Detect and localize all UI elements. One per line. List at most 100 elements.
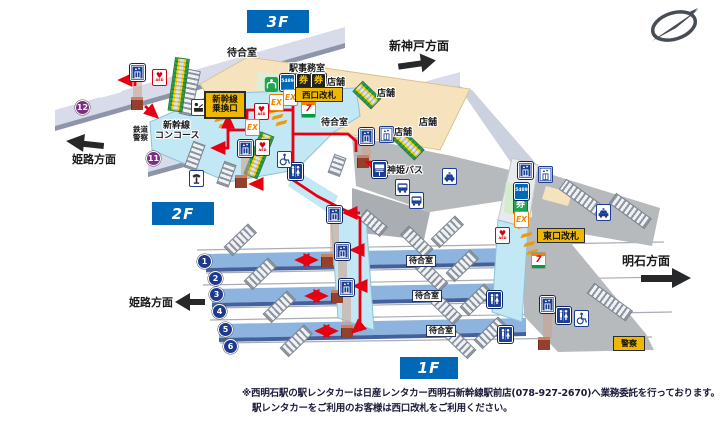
- heart-glyph: ♥: [498, 229, 507, 239]
- direction-akashi: 明石方面: [622, 254, 671, 268]
- taxi-icon: [442, 168, 457, 185]
- waiting-room-label: 待合室: [227, 48, 257, 59]
- aed-label: AED: [155, 78, 164, 83]
- railway-police-line1: 鉄道: [133, 125, 148, 134]
- shop-label: 店舗: [419, 118, 438, 128]
- waiting-room-box: 待合室: [426, 325, 456, 337]
- floor-label-2f: 2F: [152, 202, 214, 225]
- platform-number-12: 12: [75, 100, 90, 115]
- aed-icon: ♥AED: [255, 139, 270, 156]
- ex-reservation-icon: EX: [269, 94, 284, 111]
- icon-label: 券: [515, 200, 525, 210]
- toilet-icon: [556, 307, 571, 324]
- arrow-himeji-upper: [66, 133, 105, 152]
- platform-number-5: 5: [218, 322, 233, 337]
- elevator-icon: [238, 140, 253, 157]
- ticket-machine-5489-icon: 5489: [280, 74, 295, 91]
- footer-note-line2: 駅レンタカーをご利用のお客様は西口改札をご利用ください。: [252, 403, 513, 414]
- aed-icon: ♥AED: [152, 69, 167, 86]
- west-gate-label: 西口改札: [295, 87, 343, 102]
- shop-label: 店舗: [394, 128, 413, 138]
- bus-icon: [395, 179, 410, 196]
- toilet-icon: [498, 326, 513, 343]
- elevator-shaft: [342, 295, 351, 332]
- elevator-icon: [379, 126, 394, 143]
- direction-himeji-upper: 姫路方面: [72, 153, 116, 166]
- platform-number-3: 3: [209, 287, 224, 302]
- elevator-car: [321, 254, 333, 267]
- icon-label: 5489: [515, 188, 528, 194]
- icon-label: EX: [247, 122, 258, 132]
- bus-stop-icon: [372, 161, 387, 178]
- heart-glyph: ♥: [155, 71, 164, 81]
- midori-window-icon: [264, 76, 279, 93]
- footer-note-line1: ※西明石駅の駅レンタカーは日産レンタカー西明石新幹線駅前店(078-927-26…: [242, 388, 720, 399]
- direction-himeji-lower: 姫路方面: [129, 296, 173, 309]
- elevator-car: [235, 175, 247, 188]
- arrow-shin-kobe: [397, 53, 436, 73]
- aed-label: AED: [257, 112, 266, 117]
- elevator-icon: [130, 64, 145, 81]
- elevator-icon: [335, 243, 350, 260]
- wheelchair-icon: [574, 310, 589, 327]
- seven-eleven-icon: 7: [301, 101, 316, 118]
- elevator-shaft: [330, 222, 339, 260]
- elevator-icon: [327, 206, 342, 223]
- direction-arrows: [66, 53, 691, 311]
- shinkansen-platform-12: [55, 27, 345, 126]
- bus-icon: [409, 192, 424, 209]
- elevator-car: [538, 337, 550, 350]
- wheelchair-icon: [277, 151, 292, 168]
- shop-label: 店舗: [327, 78, 346, 88]
- icon-label: 7: [535, 255, 542, 265]
- heart-glyph: ♥: [257, 105, 266, 115]
- heart-glyph: ♥: [258, 141, 267, 151]
- aed-icon: ♥AED: [495, 227, 510, 244]
- elevator-shaft: [543, 312, 552, 338]
- shinkansen-transfer-gate-label: 新幹線 乗換口: [204, 91, 246, 119]
- toilet-icon: [487, 291, 502, 308]
- station-office-label: 駅事務室: [289, 64, 326, 74]
- waiting-room-label: 待合室: [321, 118, 349, 128]
- elevator-icon: [538, 166, 553, 183]
- railway-police-label: 鉄道 警察: [133, 125, 148, 143]
- railway-police-line2: 警察: [133, 133, 148, 143]
- transfer-line1: 新幹線: [212, 94, 238, 105]
- icon-label: EX: [516, 214, 527, 224]
- concourse-line1: 新幹線: [163, 121, 191, 131]
- police-label: 警察: [613, 336, 645, 351]
- public-phone-icon: [189, 170, 204, 187]
- shop-label: 店舗: [377, 89, 396, 99]
- platform-number-4: 4: [212, 304, 227, 319]
- icon-label: 7: [305, 104, 312, 114]
- ticket-machine-icon: 券: [311, 73, 326, 90]
- elevator-shaft: [133, 80, 142, 102]
- arrow-akashi: [641, 268, 691, 288]
- seven-eleven-icon: 7: [531, 252, 546, 269]
- elevator-icon: [518, 162, 533, 179]
- elevator-icon: [540, 296, 555, 313]
- icon-label: EX: [285, 92, 296, 102]
- icon-label: 5489: [281, 79, 294, 85]
- east-gate-label: 東口改札: [537, 228, 585, 243]
- north-compass-icon: [650, 8, 699, 42]
- platform-number-2: 2: [208, 271, 223, 286]
- icon-label: EX: [271, 97, 282, 107]
- aed-label: AED: [258, 148, 267, 153]
- shinki-bus-label: 神姫バス: [387, 166, 424, 176]
- waiting-room-box: 待合室: [406, 255, 436, 267]
- platform-number-11: 11: [146, 151, 161, 166]
- floor-label-3f: 3F: [247, 10, 309, 33]
- ex-reservation-icon: EX: [245, 119, 260, 136]
- concourse-line2: コンコース: [155, 130, 200, 141]
- arrow-himeji-lower: [175, 293, 205, 311]
- elevator-car: [131, 97, 143, 110]
- elevator-car: [341, 325, 353, 338]
- aed-icon: ♥AED: [254, 103, 269, 120]
- elevator-icon: [339, 279, 354, 296]
- elevator-icon: [359, 128, 374, 145]
- ticket-machine-5489-icon: 5489: [514, 183, 529, 200]
- elevator-shaft: [338, 259, 347, 297]
